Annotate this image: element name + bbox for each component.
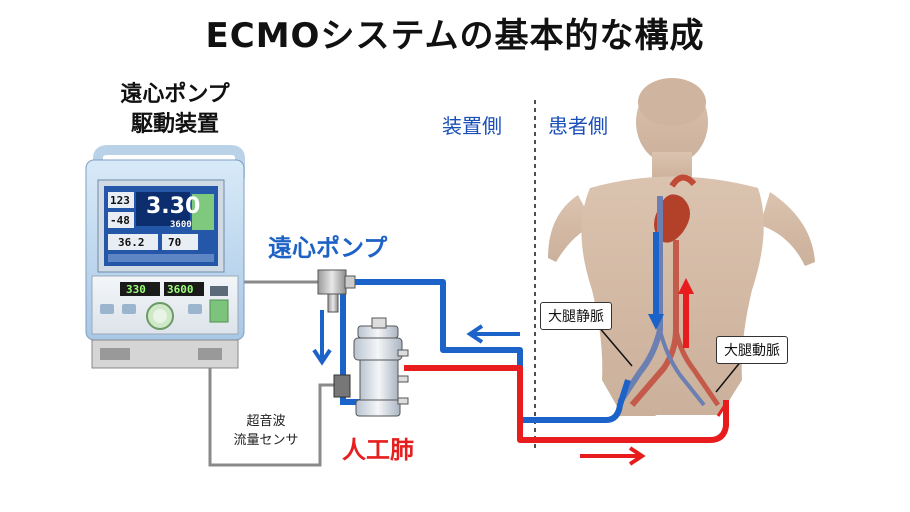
sensor-cable xyxy=(208,368,338,467)
patient-side-label: 患者側 xyxy=(548,114,608,138)
drive-unit-label: 遠心ポンプ 駆動装置 xyxy=(70,80,280,140)
device-side-label: 装置側 xyxy=(442,114,502,138)
screen-bottom-right-value: 70 xyxy=(168,236,182,249)
page-title: ECMOシステムの基本的な構成 xyxy=(205,16,705,56)
screen-flow-value: 3.30 xyxy=(146,194,201,219)
flow-sensor-label-line2: 流量センサ xyxy=(233,433,299,448)
panel-display-right: 3600 xyxy=(167,283,194,296)
femoral-vein-callout: 大腿静脈 xyxy=(540,302,612,330)
oxygenator-label: 人工肺 xyxy=(342,436,414,464)
panel-display-left: 330 xyxy=(126,283,146,296)
screen-left-bottom-value: -48 xyxy=(110,214,130,227)
drive-unit xyxy=(85,145,245,369)
arterial-line xyxy=(404,365,729,443)
patient-body xyxy=(548,78,815,416)
flow-sensor-label-line1: 超音波 xyxy=(246,414,286,429)
flow-sensor xyxy=(333,374,351,398)
oxygenator xyxy=(353,317,409,417)
centrifugal-pump xyxy=(317,269,356,313)
screen-left-top-value: 123 xyxy=(110,194,130,207)
drive-unit-label-line1: 遠心ポンプ xyxy=(120,82,230,107)
screen-bottom-left-value: 36.2 xyxy=(118,236,145,249)
femoral-vein-pointer xyxy=(597,325,633,367)
femoral-artery-callout: 大腿動脈 xyxy=(716,336,788,364)
screen-sub-value: 3600 xyxy=(170,220,192,230)
pump-to-oxygenator-tube xyxy=(340,282,360,405)
drive-unit-label-line2: 駆動装置 xyxy=(130,112,219,137)
femoral-artery-pointer xyxy=(715,359,743,393)
venous-line xyxy=(346,279,631,423)
flow-sensor-label: 超音波 流量センサ xyxy=(216,412,316,460)
centrifugal-pump-label: 遠心ポンプ xyxy=(268,234,388,262)
iliac-artery-vessel xyxy=(673,329,721,407)
